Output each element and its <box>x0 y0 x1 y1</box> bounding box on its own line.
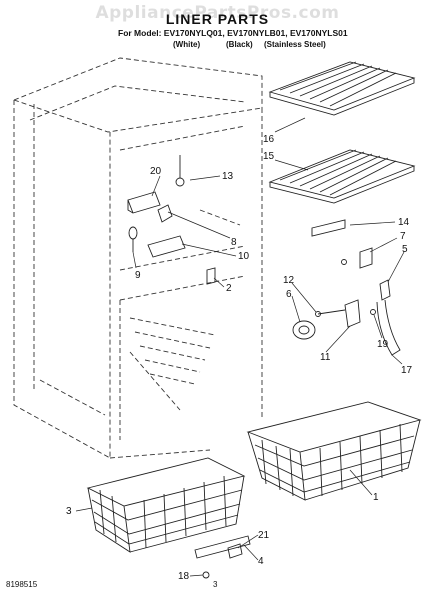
watermark: AppliancePartsPros.com <box>95 3 340 23</box>
callout-16: 16 <box>263 134 275 145</box>
callout-2: 2 <box>226 283 232 294</box>
callout-21: 21 <box>258 530 270 541</box>
hinge-7 <box>359 247 373 269</box>
screw-18 <box>202 571 210 579</box>
bracket-11 <box>344 299 361 328</box>
variant-black: (Black) <box>226 40 253 49</box>
screw-19 <box>370 309 376 315</box>
variant-stainless: (Stainless Steel) <box>264 40 326 49</box>
part-5 <box>379 279 391 301</box>
lamp-9 <box>128 226 138 240</box>
control-housing-20 <box>127 191 161 214</box>
page-number: 3 <box>213 580 218 589</box>
callout-17: 17 <box>401 365 413 376</box>
document-number: 8198515 <box>6 580 38 589</box>
callout-5: 5 <box>402 244 408 255</box>
callout-1: 1 <box>373 492 379 503</box>
wheel-6 <box>292 320 316 340</box>
callout-15: 15 <box>263 151 275 162</box>
light-cover-10 <box>147 235 186 258</box>
callout-3: 3 <box>66 506 72 517</box>
wire-basket-1 <box>246 401 422 501</box>
part-14 <box>311 219 346 237</box>
callout-20: 20 <box>150 166 162 177</box>
variant-white: (White) <box>173 40 201 49</box>
callout-13: 13 <box>222 171 234 182</box>
model-list: For Model: EV170NYLQ01, EV170NYLB01, EV1… <box>118 28 348 38</box>
callout-9: 9 <box>135 270 141 281</box>
rail-4 <box>194 535 251 559</box>
callout-8: 8 <box>231 237 237 248</box>
page-title: LINER PARTS <box>165 11 270 27</box>
callout-7: 7 <box>400 231 406 242</box>
callout-12: 12 <box>283 275 295 286</box>
wire-shelf-16 <box>268 61 416 116</box>
callout-4: 4 <box>258 556 264 567</box>
callout-11: 11 <box>320 352 331 363</box>
bracket-8 <box>157 204 173 223</box>
callout-6: 6 <box>286 289 292 300</box>
part-21 <box>227 543 243 559</box>
callout-14: 14 <box>398 217 410 228</box>
gasket-17 <box>376 299 401 356</box>
part-2 <box>206 267 216 285</box>
callout-10: 10 <box>238 251 250 262</box>
cabinet-liner <box>13 57 263 459</box>
callout-19: 19 <box>377 339 389 350</box>
callout-18: 18 <box>178 571 190 582</box>
wire-basket-3 <box>86 457 246 553</box>
knob-13 <box>175 177 185 187</box>
wire-shelf-15 <box>268 149 416 204</box>
